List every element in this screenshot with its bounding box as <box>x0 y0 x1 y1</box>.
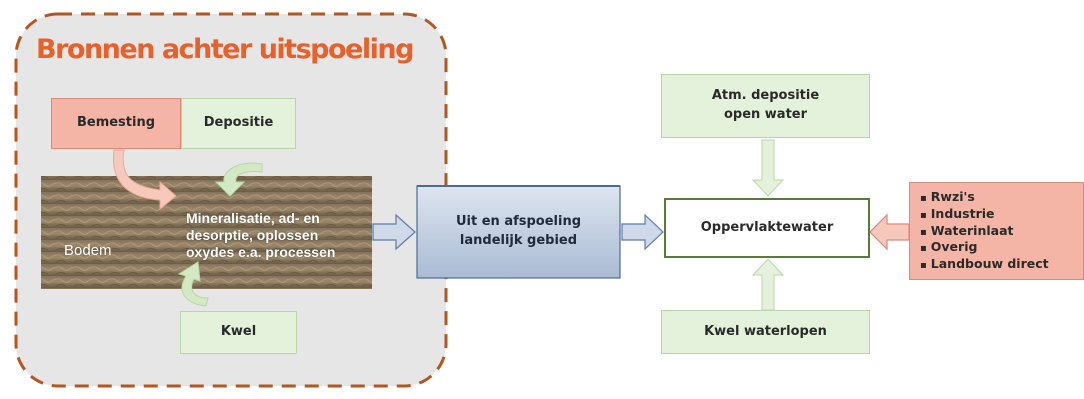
arrow-soil-to-uitspoeling <box>372 213 416 251</box>
arrow-sources-to-oppervlaktewater <box>869 213 910 251</box>
processes-text: Mineralisatie, ad- en desorptie, oplosse… <box>186 210 376 261</box>
arrow-uitspoeling-to-oppervlaktewater <box>621 213 664 251</box>
box-bemesting: Bemesting <box>51 98 181 149</box>
box-oppervlaktewater: Oppervlaktewater <box>664 198 870 258</box>
source-item: Overig <box>920 239 1083 256</box>
sources-list: Rwzi's Industrie Waterinlaat Overig Land… <box>910 183 1083 273</box>
processes-line-1: Mineralisatie, ad- en <box>186 210 320 226</box>
box-atm-depositie: Atm. depositie open water <box>661 74 870 138</box>
panel-title: Bronnen achter uitspoeling <box>36 34 414 65</box>
box-other-sources: Rwzi's Industrie Waterinlaat Overig Land… <box>909 182 1084 280</box>
atm-line-1: Atm. depositie <box>711 88 820 104</box>
arrow-kwel-to-oppervlaktewater <box>751 258 785 311</box>
processes-line-2: desorptie, oplossen <box>186 227 319 244</box>
soil-image <box>41 176 372 289</box>
source-item: Industrie <box>920 206 1083 223</box>
curved-arrow-depositie <box>214 162 263 197</box>
label-bodem: Bodem <box>64 242 112 259</box>
uitspoeling-line-2: landelijk gebied <box>459 233 578 248</box>
box-uitspoeling: Uit en afspoeling landelijk gebied <box>417 186 620 278</box>
curved-arrow-bemesting <box>112 149 177 211</box>
curved-arrow-kwel <box>177 261 209 307</box>
arrow-atm-to-oppervlaktewater <box>751 139 785 197</box>
source-item: Rwzi's <box>920 189 1083 206</box>
source-item: Waterinlaat <box>920 223 1083 240</box>
atm-line-2: open water <box>723 107 808 122</box>
box-kwel: Kwel <box>180 311 297 354</box>
processes-line-3: oxydes e.a. processen <box>186 244 336 261</box>
uitspoeling-box-bg <box>416 185 621 279</box>
box-depositie: Depositie <box>181 98 296 149</box>
source-item: Landbouw direct <box>920 256 1083 273</box>
uitspoeling-line-1: Uit en afspoeling <box>455 214 582 230</box>
box-kwel-waterlopen: Kwel waterlopen <box>661 310 870 354</box>
